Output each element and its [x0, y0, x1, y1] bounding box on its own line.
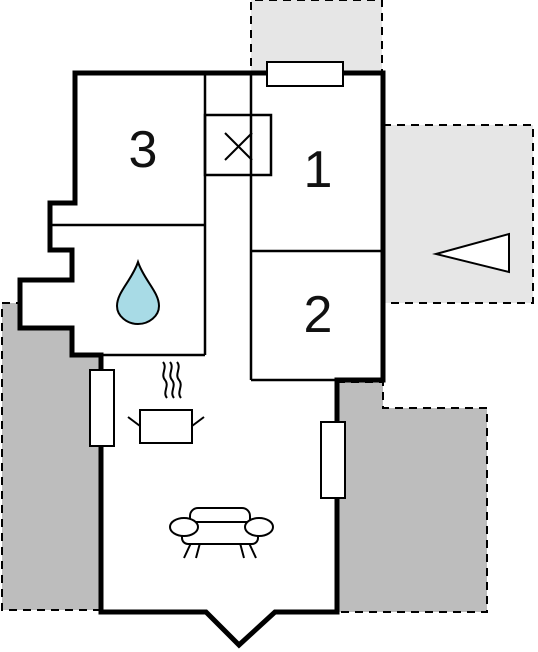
water-drop-icon [115, 258, 161, 326]
toilet-cross-icon [224, 132, 253, 161]
garden-right [336, 381, 488, 613]
window-left [89, 369, 115, 447]
window-top [266, 61, 344, 87]
interior-walls [50, 73, 383, 382]
entrance-arrow-icon [432, 232, 510, 274]
windows [89, 61, 346, 499]
window-right [320, 421, 346, 499]
toilet-room [203, 113, 273, 177]
room-1-label: 1 [304, 141, 333, 199]
room-2-label: 2 [304, 286, 333, 344]
terrace-top [250, 0, 383, 80]
room-3-label: 3 [129, 121, 158, 179]
terrace-right [383, 124, 534, 304]
building-outline [17, 70, 386, 649]
sofa-icon [169, 507, 274, 559]
cooking-pot-icon [127, 361, 205, 444]
